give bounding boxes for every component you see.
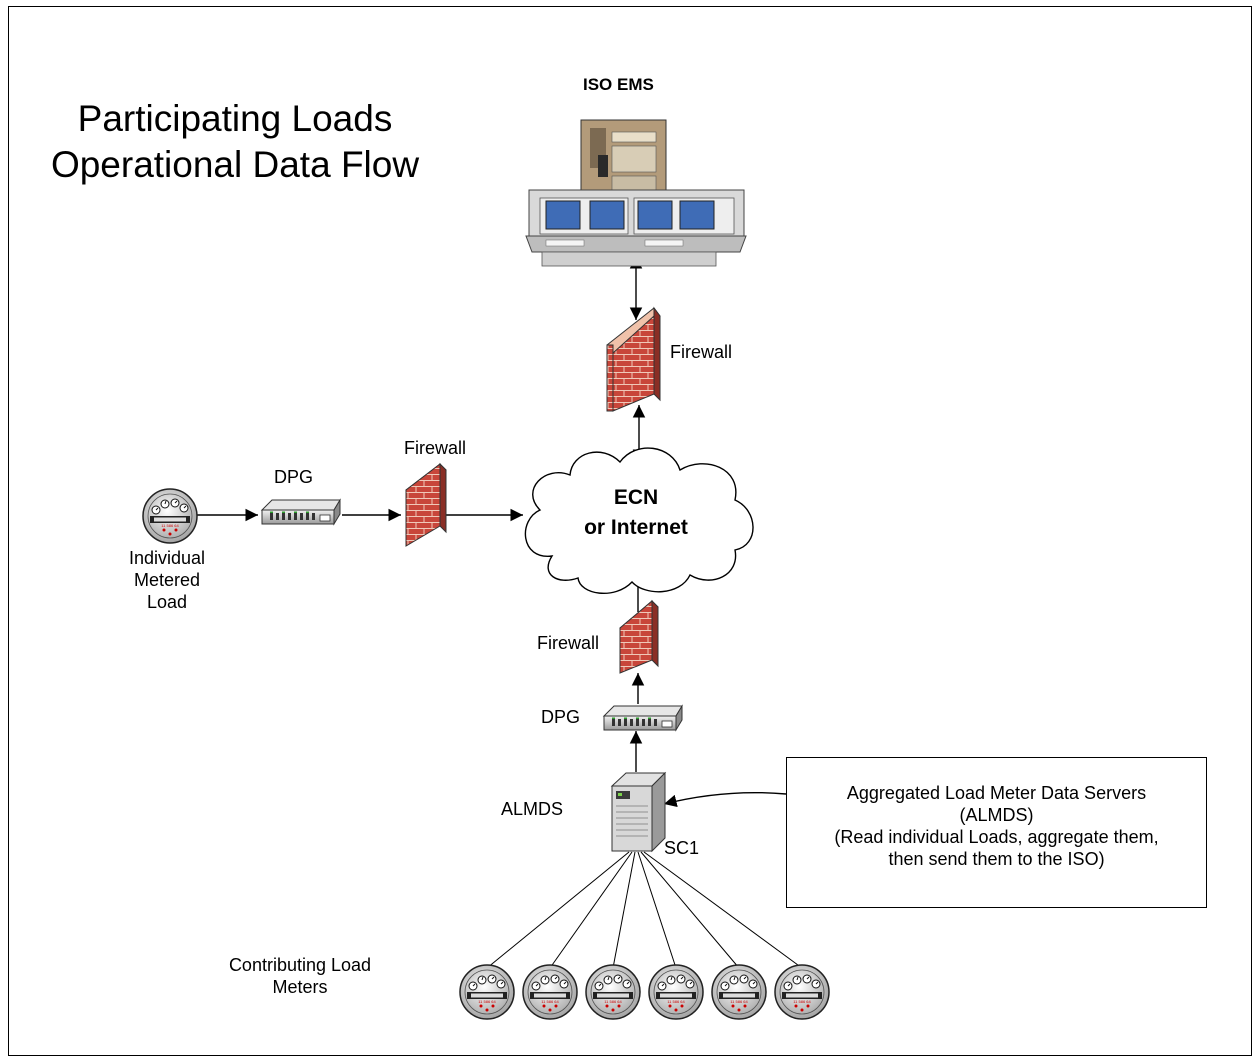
note-line-1: Aggregated Load Meter Data Servers: [846, 783, 1147, 803]
meter-reading: 11 586 64: [793, 999, 811, 1004]
contributing-meter-4: [648, 964, 704, 1020]
dpg-left-label: DPG: [274, 467, 314, 487]
almds-note-text: Aggregated Load Meter Data Servers (ALMD…: [787, 782, 1206, 870]
firewall-left-label: Firewall: [404, 438, 467, 458]
meter-reading: 11 586 64: [667, 999, 685, 1004]
contributing-meter-2: [522, 964, 578, 1020]
iso-ems-console: [525, 119, 747, 267]
contributing-meter-5: [711, 964, 767, 1020]
iso-ems-label: ISO EMS: [583, 75, 654, 94]
cloud-label-line2: or Internet: [584, 516, 688, 539]
individual-meter-label: Individual Metered Load: [128, 548, 206, 612]
individual-meter: [142, 488, 198, 544]
contributing-meter-3: [585, 964, 641, 1020]
firewall-left: [405, 462, 447, 547]
almds-server: [610, 771, 667, 853]
dpg-bottom-label: DPG: [541, 707, 581, 727]
sc1-label: SC1: [664, 838, 700, 858]
firewall-bottom-label: Firewall: [537, 633, 600, 653]
almds-note-box: Aggregated Load Meter Data Servers (ALMD…: [786, 757, 1207, 908]
firewall-bottom: [619, 599, 659, 674]
meter-reading: 11 586 64: [161, 523, 179, 528]
page-title: Participating Loads Operational Data Flo…: [50, 98, 420, 185]
contributing-meter-1: [459, 964, 515, 1020]
dpg-bottom-device: [603, 705, 683, 731]
note-line-4: then send them to the ISO): [888, 849, 1105, 869]
almds-label: ALMDS: [501, 799, 564, 819]
meter-reading: 11 586 64: [541, 999, 559, 1004]
note-line-3: (Read individual Loads, aggregate them,: [834, 827, 1159, 847]
note-line-2: (ALMDS): [959, 805, 1034, 825]
link-note-server: [663, 791, 787, 808]
contributing-meter-6: [774, 964, 830, 1020]
contributing-meters-label: Contributing Load Meters: [228, 955, 372, 997]
ecn-cloud: [524, 447, 754, 595]
dpg-left-device: [261, 499, 341, 525]
firewall-top: [606, 306, 661, 412]
meter-reading: 11 586 64: [478, 999, 496, 1004]
meter-reading: 11 586 64: [730, 999, 748, 1004]
meter-reading: 11 586 64: [604, 999, 622, 1004]
cloud-label-line1: ECN: [613, 486, 659, 509]
firewall-top-label: Firewall: [670, 342, 733, 362]
meter-fan-lines: [486, 851, 803, 969]
